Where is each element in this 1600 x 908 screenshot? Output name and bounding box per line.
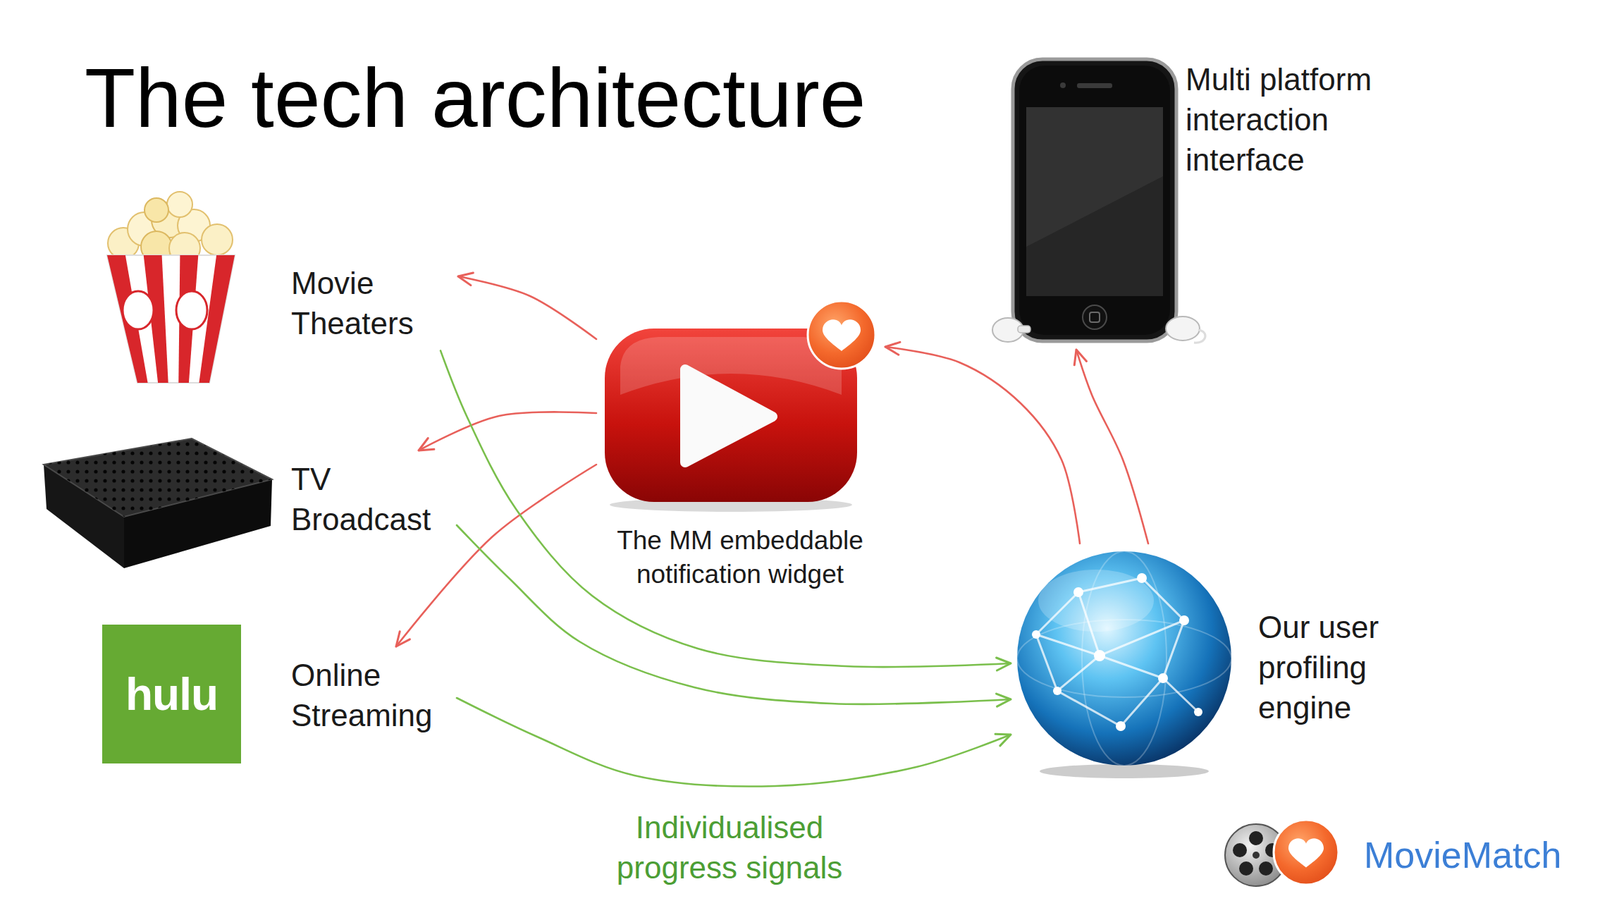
heart-symbol — [1288, 838, 1324, 867]
home-square — [1089, 312, 1100, 323]
network-dot — [1053, 686, 1062, 695]
brand-logo — [1225, 819, 1339, 886]
network-dot — [1115, 721, 1126, 731]
source-label: Movie Theaters — [286, 258, 454, 348]
earphone-cord — [1194, 329, 1206, 343]
earbud-stem — [1017, 325, 1031, 333]
streaming-logo — [102, 624, 242, 764]
box-badge — [122, 291, 154, 330]
network-dot — [1179, 615, 1190, 626]
flow-arrow — [458, 276, 597, 340]
flow-arrow — [885, 346, 1080, 544]
globe-arc — [1017, 619, 1232, 698]
kernel — [167, 191, 193, 218]
signal-caption: Individualised progress signals — [595, 807, 864, 888]
source-label: Online Streaming — [286, 650, 454, 740]
logo-text: hulu — [102, 624, 242, 764]
flow-arrow — [440, 350, 1011, 667]
heart-badge — [1273, 819, 1339, 885]
network-dot — [1194, 707, 1203, 717]
button-gloss — [620, 336, 842, 395]
heart-badge — [807, 300, 876, 369]
source-label: TV Broadcast — [286, 454, 454, 544]
reel-hole — [1239, 861, 1254, 876]
widget-icon — [604, 300, 876, 512]
node-label: The MM embeddable notification widget — [599, 523, 882, 592]
reel-hole — [1248, 831, 1264, 846]
popcorn-icon — [107, 191, 235, 383]
phone-body — [1012, 59, 1177, 342]
interface-node: Multi platform interaction interface — [990, 54, 1403, 346]
heart-symbol — [822, 319, 861, 352]
kernel — [201, 224, 233, 256]
box-badge — [176, 291, 208, 330]
flow-arrow — [1076, 349, 1149, 544]
kernel — [144, 198, 169, 223]
screen-gloss — [1026, 107, 1163, 247]
flow-arrow — [396, 464, 597, 647]
node-label: Multi platform interaction interface — [1185, 59, 1398, 181]
play-triangle — [685, 369, 773, 463]
flow-arrow — [456, 697, 1011, 787]
network-dot — [1158, 673, 1168, 683]
reel-hole — [1232, 842, 1247, 858]
globe-icon — [1017, 551, 1232, 779]
home-button — [1082, 305, 1107, 330]
engine-node: Our user profiling engine — [1014, 546, 1426, 769]
box-vents — [43, 438, 273, 517]
node-label: Movie Theaters — [291, 262, 450, 344]
widget-node: The MM embeddable notification widget — [599, 303, 882, 596]
network-dot — [1093, 649, 1106, 662]
phone-speaker — [1077, 83, 1113, 89]
network-dot — [1031, 630, 1041, 639]
phone-bezel — [1019, 65, 1171, 335]
node-label: TV Broadcast — [291, 458, 450, 540]
earbud — [1165, 316, 1200, 341]
reel-hole — [1258, 861, 1273, 876]
globe — [1017, 551, 1232, 766]
brand-name: MovieMatch — [1363, 831, 1562, 880]
set-top-box-icon — [43, 438, 273, 569]
phone-screen — [1026, 107, 1163, 297]
node-label: Our user profiling engine — [1258, 606, 1421, 729]
popcorn-box — [107, 255, 235, 383]
globe-gloss — [1038, 569, 1154, 632]
slide-title: The tech architecture — [84, 56, 866, 140]
node-label: Online Streaming — [291, 654, 450, 736]
flow-arrow — [418, 411, 597, 451]
reel-hub — [1252, 851, 1260, 859]
box-top — [43, 438, 273, 517]
phone-icon — [992, 59, 1206, 343]
phone-camera — [1060, 82, 1066, 89]
